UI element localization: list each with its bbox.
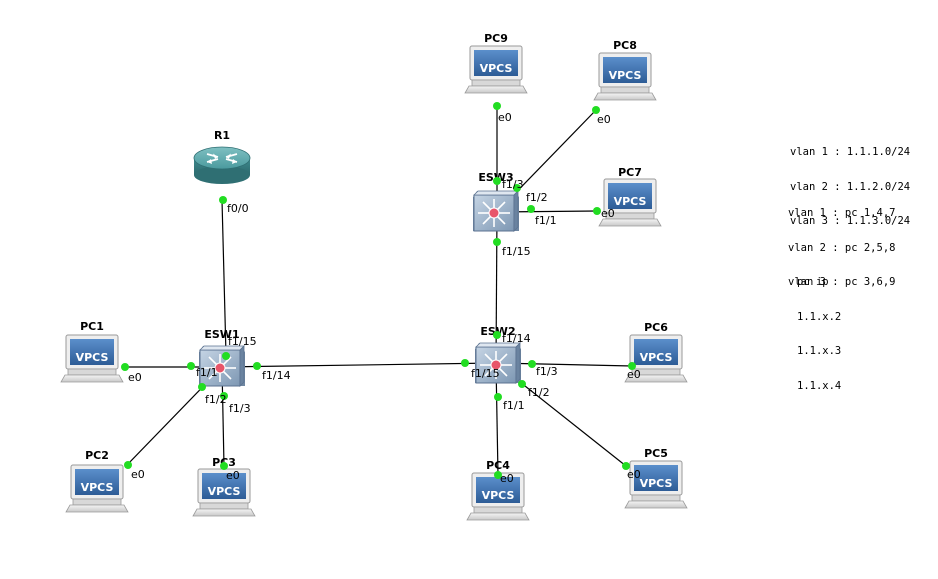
port-label: e0 [500,472,514,485]
note-vlan-pcs: vlan 1 : pc 1,4,7 vlan 2 : pc 2,5,8 vlan… [788,185,895,300]
port-dot [527,205,535,213]
pc-pc9[interactable]: PC9 VPCS [464,32,528,94]
port-label: e0 [627,468,641,481]
link-esw1-esw2[interactable] [221,362,497,368]
note-line: 1.1.x.2 [797,310,842,323]
router-r1[interactable]: R1 [193,129,251,185]
port-label: f1/3 [502,178,524,191]
port-dot [121,363,129,371]
note-line: vlan 3 : pc 3,6,9 [788,276,896,288]
vpcs-badge: VPCS [208,485,241,498]
port-dot [220,462,228,470]
port-dot [494,471,502,479]
port-label: f0/0 [227,202,249,215]
port-label: f1/2 [205,393,227,406]
device-name-pc6: PC6 [644,321,668,334]
port-dot [593,207,601,215]
note-line: vlan 2 : pc 2,5,8 [788,241,896,254]
vpcs-badge: VPCS [609,69,642,82]
port-dots [121,102,636,479]
note-line: 1.1.x.3 [797,345,842,357]
note-line: vlan 2 : 1.1.2.0/24 [790,180,911,193]
note-line: pc ip [797,276,829,288]
pc-pc7[interactable]: PC7 VPCS [598,166,662,227]
device-name-pc5: PC5 [644,447,668,460]
device-name-pc7: PC7 [618,166,642,179]
device-name-r1: R1 [214,129,230,142]
device-name-esw1: ESW1 [204,328,239,341]
port-dot [493,102,501,110]
port-label: e0 [498,111,512,124]
port-label: e0 [131,468,145,481]
note-vlan-subnets: vlan 1 : 1.1.1.0/24 vlan 2 : 1.1.2.0/24 … [790,124,910,239]
pc-pc4[interactable]: PC4 VPCS [466,459,530,521]
vpcs-badge: VPCS [640,477,673,490]
port-label: f1/15 [471,367,500,380]
port-dot [622,462,630,470]
link-r1-esw1[interactable] [221,199,227,356]
switch-icon [472,190,520,232]
device-name-pc4: PC4 [486,459,510,472]
pc-pc5[interactable]: PC5 VPCS [624,447,688,509]
port-label: f1/15 [502,245,531,258]
port-dot [124,461,132,469]
device-name-pc1: PC1 [80,320,104,333]
vpcs-badge: VPCS [640,351,673,364]
port-dot [518,380,526,388]
device-name-pc9: PC9 [484,32,508,45]
device-name-pc8: PC8 [613,39,637,52]
port-label: f1/3 [229,402,251,415]
port-dot [220,392,228,400]
note-line: vlan 3 : 1.1.3.0/24 [790,215,911,227]
note-line: vlan 1 : 1.1.1.0/24 [790,146,911,158]
device-name-pc2: PC2 [85,449,109,462]
vpcs-badge: VPCS [76,351,109,364]
port-dot [528,360,536,368]
port-label: f1/3 [536,365,558,378]
vpcs-badge: VPCS [81,481,114,494]
port-dot [198,383,206,391]
port-labels: f0/0 f1/15 f1/1 e0 f1/2 e0 f1/3 e0 f1/14… [128,111,641,485]
port-label: e0 [226,469,240,482]
pc-pc2[interactable]: PC2 VPCS [65,449,129,513]
port-dot [461,359,469,367]
port-label: e0 [128,371,142,384]
note-line: vlan 1 : pc 1,4,7 [788,207,896,219]
vpcs-badge: VPCS [480,62,513,75]
pc-pc6[interactable]: PC6 VPCS [624,321,688,383]
port-label: f1/14 [502,332,531,345]
vpcs-badge: VPCS [614,195,647,208]
router-icon [193,146,251,185]
port-dot [513,184,521,192]
pc-pc8[interactable]: PC8 VPCS [593,39,657,101]
port-dot [493,177,501,185]
port-label: f1/14 [262,369,291,382]
port-label: f1/1 [535,214,557,227]
port-label: f1/2 [528,386,550,399]
port-label: e0 [601,207,615,220]
pc-pc1[interactable]: PC1 VPCS [60,320,124,383]
port-dot [219,196,227,204]
vpcs-badge: VPCS [482,489,515,502]
port-dot [628,362,636,370]
port-dot [493,331,501,339]
port-label: f1/15 [228,335,257,348]
port-dot [493,238,501,246]
port-label: f1/1 [503,399,525,412]
port-dot [253,362,261,370]
port-label: f1/2 [526,191,548,204]
port-label: e0 [597,113,611,126]
switch-esw1[interactable]: ESW1 [198,328,246,387]
port-dot [187,362,195,370]
port-dot [222,352,230,360]
port-label: e0 [627,368,641,381]
link-esw2-esw3[interactable] [495,211,498,364]
port-label: f1/1 [196,366,218,379]
port-dot [494,393,502,401]
note-line: 1.1.x.4 [797,379,842,392]
note-pc-ip: pc ip 1.1.x.2 1.1.x.3 1.1.x.4 [797,254,841,404]
port-dot [592,106,600,114]
